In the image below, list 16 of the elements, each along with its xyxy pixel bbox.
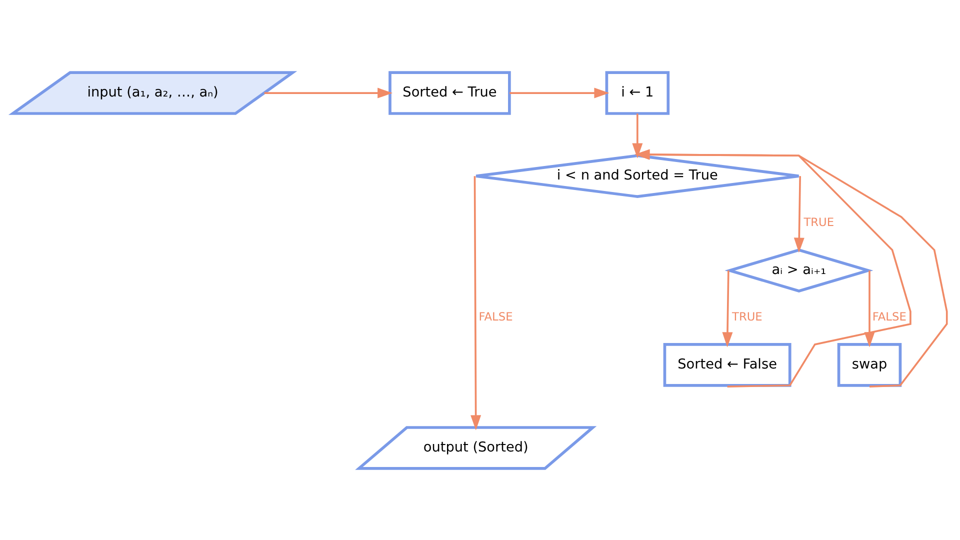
node-diamond: aᵢ > aᵢ₊₁ bbox=[724, 248, 874, 292]
arrow bbox=[722, 270, 733, 347]
node-box: Sorted ← True bbox=[388, 70, 511, 114]
arrow bbox=[264, 87, 393, 98]
node-diamond: i < n and Sorted = True bbox=[474, 154, 800, 198]
node-box: swap bbox=[837, 342, 902, 386]
edge-label: FALSE bbox=[872, 309, 906, 324]
node-box: Sorted ← False bbox=[663, 342, 792, 386]
edge-label: TRUE bbox=[804, 214, 834, 229]
node-box: i ← 1 bbox=[605, 70, 670, 114]
arrow bbox=[632, 113, 643, 158]
arrow bbox=[794, 176, 804, 252]
arrow bbox=[510, 87, 610, 98]
edge-label: TRUE bbox=[732, 309, 762, 324]
edge-label: FALSE bbox=[478, 309, 513, 324]
arrow bbox=[470, 176, 482, 430]
